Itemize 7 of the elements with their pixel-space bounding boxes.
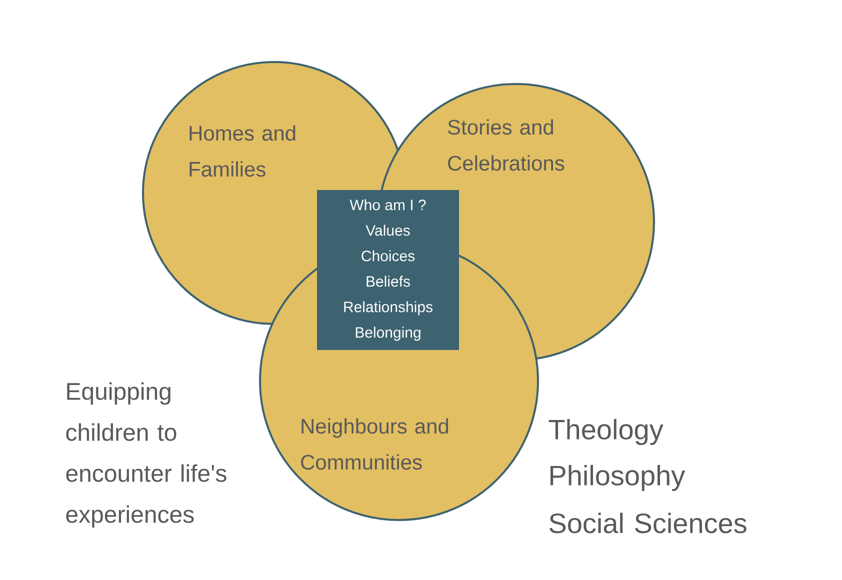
- center-box: Who am I ? Values Choices Beliefs Relationships Belonging: [317, 190, 459, 350]
- side-text: Equipping children to encounter life's experiences: [66, 382, 226, 528]
- circle-label: Homes and Families: [190, 125, 296, 177]
- circle-label: Stories and Celebrations: [448, 119, 564, 171]
- circle-label: Neighbours and Communities: [301, 418, 448, 470]
- side-text: Social Sciences: [549, 512, 746, 534]
- side-text: Theology: [548, 418, 664, 446]
